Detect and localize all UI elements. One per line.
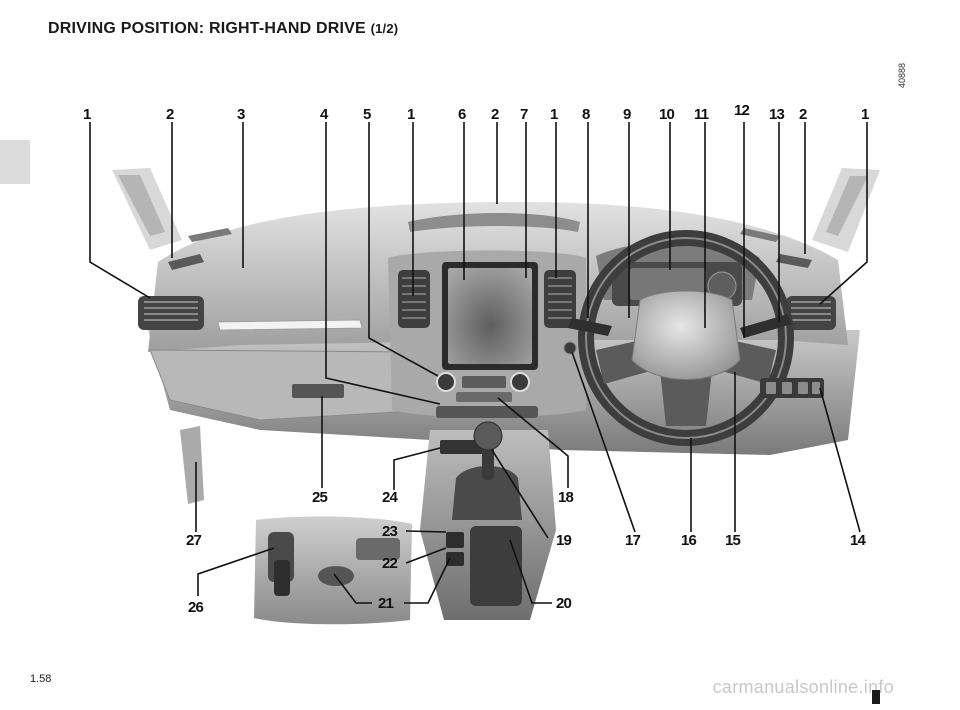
climate-control-panel xyxy=(436,406,538,418)
centre-vent-right xyxy=(544,270,576,328)
storage-tray xyxy=(470,526,522,606)
right-knob xyxy=(510,372,530,392)
callouts-top: 1 2 3 4 5 1 6 2 7 1 8 9 10 11 12 13 2 1 xyxy=(83,102,870,123)
a-pillars xyxy=(112,168,880,252)
right-defroster xyxy=(776,254,812,268)
title-main: DRIVING POSITION: RIGHT-HAND DRIVE xyxy=(48,20,366,37)
callout-top-1: 1 xyxy=(83,106,91,123)
left-defroster xyxy=(168,254,204,270)
console-switch xyxy=(446,552,464,566)
callout-top-18: 1 xyxy=(861,106,869,123)
parking-brake-switch xyxy=(446,532,464,548)
callouts-bottom: 14 15 16 17 18 19 20 21 22 23 24 25 26 2… xyxy=(186,489,867,616)
callout-top-10: 1 xyxy=(550,106,558,123)
callout-26: 26 xyxy=(188,599,204,616)
callout-27: 27 xyxy=(186,532,202,549)
figure-id: 40888 xyxy=(897,62,907,88)
callout-top-12: 9 xyxy=(623,106,631,123)
callout-20: 20 xyxy=(556,595,572,612)
gear-knob xyxy=(473,421,503,451)
callout-top-17: 2 xyxy=(799,106,807,123)
callout-top-8: 2 xyxy=(491,106,499,123)
callout-15: 15 xyxy=(725,532,741,549)
left-stalk xyxy=(568,318,612,336)
leader-lines xyxy=(89,122,868,604)
callout-top-5: 5 xyxy=(363,106,371,123)
page-number: 1.58 xyxy=(30,673,52,685)
centre-vent-left xyxy=(398,270,430,328)
page-title: DRIVING POSITION: RIGHT-HAND DRIVE (1/2) xyxy=(48,20,398,38)
callout-top-3: 3 xyxy=(237,106,245,123)
watermark: carmanualsonline.info xyxy=(712,677,894,697)
callout-top-7: 6 xyxy=(458,106,466,123)
callout-top-6: 1 xyxy=(407,106,415,123)
glovebox xyxy=(149,349,431,421)
left-demister xyxy=(188,228,232,242)
callout-25: 25 xyxy=(312,489,328,506)
callout-24: 24 xyxy=(382,489,399,506)
callout-top-2: 2 xyxy=(166,106,174,123)
title-suffix: (1/2) xyxy=(370,21,399,36)
callout-top-4: 4 xyxy=(320,106,329,123)
callout-top-9: 7 xyxy=(520,106,528,123)
callout-18: 18 xyxy=(558,489,574,506)
callout-top-11: 8 xyxy=(582,106,590,123)
callout-17: 17 xyxy=(625,532,641,549)
callout-19: 19 xyxy=(556,532,572,549)
dashboard-trim xyxy=(217,319,363,331)
bonnet-release xyxy=(180,426,204,504)
callout-top-13: 10 xyxy=(659,106,675,123)
callout-16: 16 xyxy=(681,532,697,549)
usb-ports xyxy=(440,440,484,454)
callout-23: 23 xyxy=(382,523,398,540)
top-display-hood xyxy=(408,213,580,232)
corner-mark xyxy=(872,690,880,704)
callout-14: 14 xyxy=(850,532,867,549)
multimedia-screen-display xyxy=(448,268,532,364)
glovebox-handle xyxy=(292,384,344,398)
callout-top-15: 12 xyxy=(734,102,750,119)
inset-detail xyxy=(254,516,412,625)
start-button xyxy=(563,341,577,355)
callout-top-14: 11 xyxy=(694,106,709,123)
control-button-row xyxy=(462,376,506,388)
left-side-vent xyxy=(138,296,204,330)
left-knob xyxy=(436,372,456,392)
callout-top-16: 13 xyxy=(769,106,785,123)
hazard-button-panel xyxy=(456,392,512,402)
gear-boot xyxy=(452,466,522,520)
callout-21: 21 xyxy=(378,595,394,612)
callout-22: 22 xyxy=(382,555,398,572)
right-side-vent xyxy=(786,296,836,330)
section-tab xyxy=(0,140,30,184)
right-switch-buttons xyxy=(766,382,820,394)
steering-wheel xyxy=(578,230,794,446)
right-demister xyxy=(740,228,780,242)
